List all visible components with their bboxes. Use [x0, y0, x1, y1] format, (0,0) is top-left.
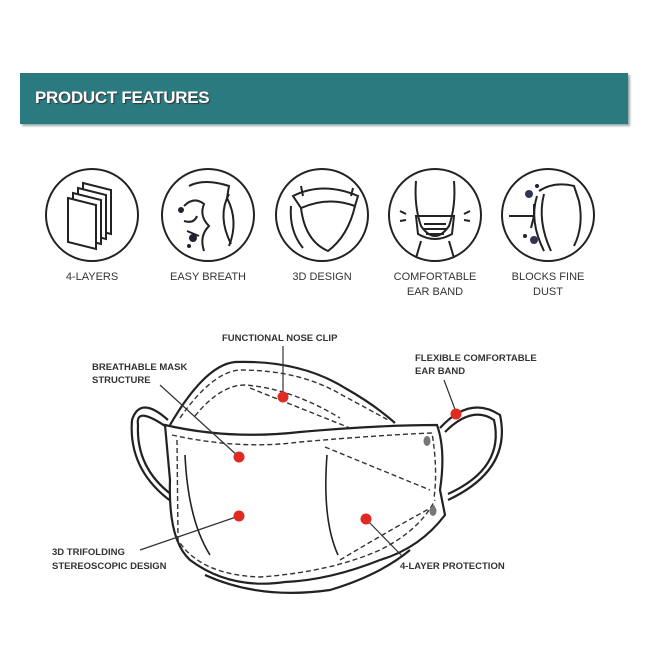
feature-label: EAR BAND	[406, 286, 464, 298]
callout-breathable: BREATHABLE MASK	[92, 362, 187, 373]
feature-3d-design: 3D DESIGN	[267, 166, 377, 285]
ear-band-icon	[388, 168, 482, 262]
dust-block-icon	[501, 168, 595, 262]
feature-4-layers: 4-LAYERS	[37, 166, 147, 285]
callout-trifolding: 3D TRIFOLDING	[52, 547, 125, 558]
feature-ear-band: COMFORTABLE EAR BAND	[380, 166, 490, 300]
layer-protection-dot	[360, 513, 372, 525]
feature-label: EASY BREATH	[169, 271, 246, 283]
callout-nose-clip: FUNCTIONAL NOSE CLIP	[222, 333, 338, 344]
feature-easy-breath: EASY BREATH	[153, 166, 263, 285]
breath-icon	[161, 168, 255, 262]
mask-outline	[130, 360, 503, 594]
3d-mask-icon	[275, 168, 369, 262]
feature-label: COMFORTABLE	[393, 271, 477, 283]
header-banner: PRODUCT FEATURES	[20, 73, 628, 124]
ear-band-rivet	[429, 506, 437, 516]
callout-dots	[233, 391, 462, 525]
ear-band-dot	[450, 408, 462, 420]
layers-icon	[45, 168, 139, 262]
ear-band-rivet	[423, 436, 431, 446]
trifolding-dot	[233, 510, 245, 522]
breathable-dot	[233, 451, 245, 463]
mask-stitching	[171, 369, 437, 578]
callout-breathable: STRUCTURE	[92, 375, 151, 386]
callout-ear-band: FLEXIBLE COMFORTABLE	[415, 353, 537, 364]
feature-label: 3D DESIGN	[292, 271, 352, 283]
callout-layer-protection: 4-LAYER PROTECTION	[400, 561, 505, 572]
page-title: PRODUCT FEATURES	[35, 88, 210, 107]
feature-blocks-dust: BLOCKS FINE DUST	[493, 166, 603, 300]
feature-label: 4-LAYERS	[65, 271, 119, 283]
callout-ear-band: EAR BAND	[415, 366, 465, 377]
feature-label: DUST	[533, 286, 563, 298]
callout-trifolding: STEREOSCOPIC DESIGN	[52, 561, 167, 572]
callout-lines	[139, 346, 457, 557]
feature-label: BLOCKS FINE	[511, 271, 585, 283]
nose-clip-dot	[277, 391, 289, 403]
